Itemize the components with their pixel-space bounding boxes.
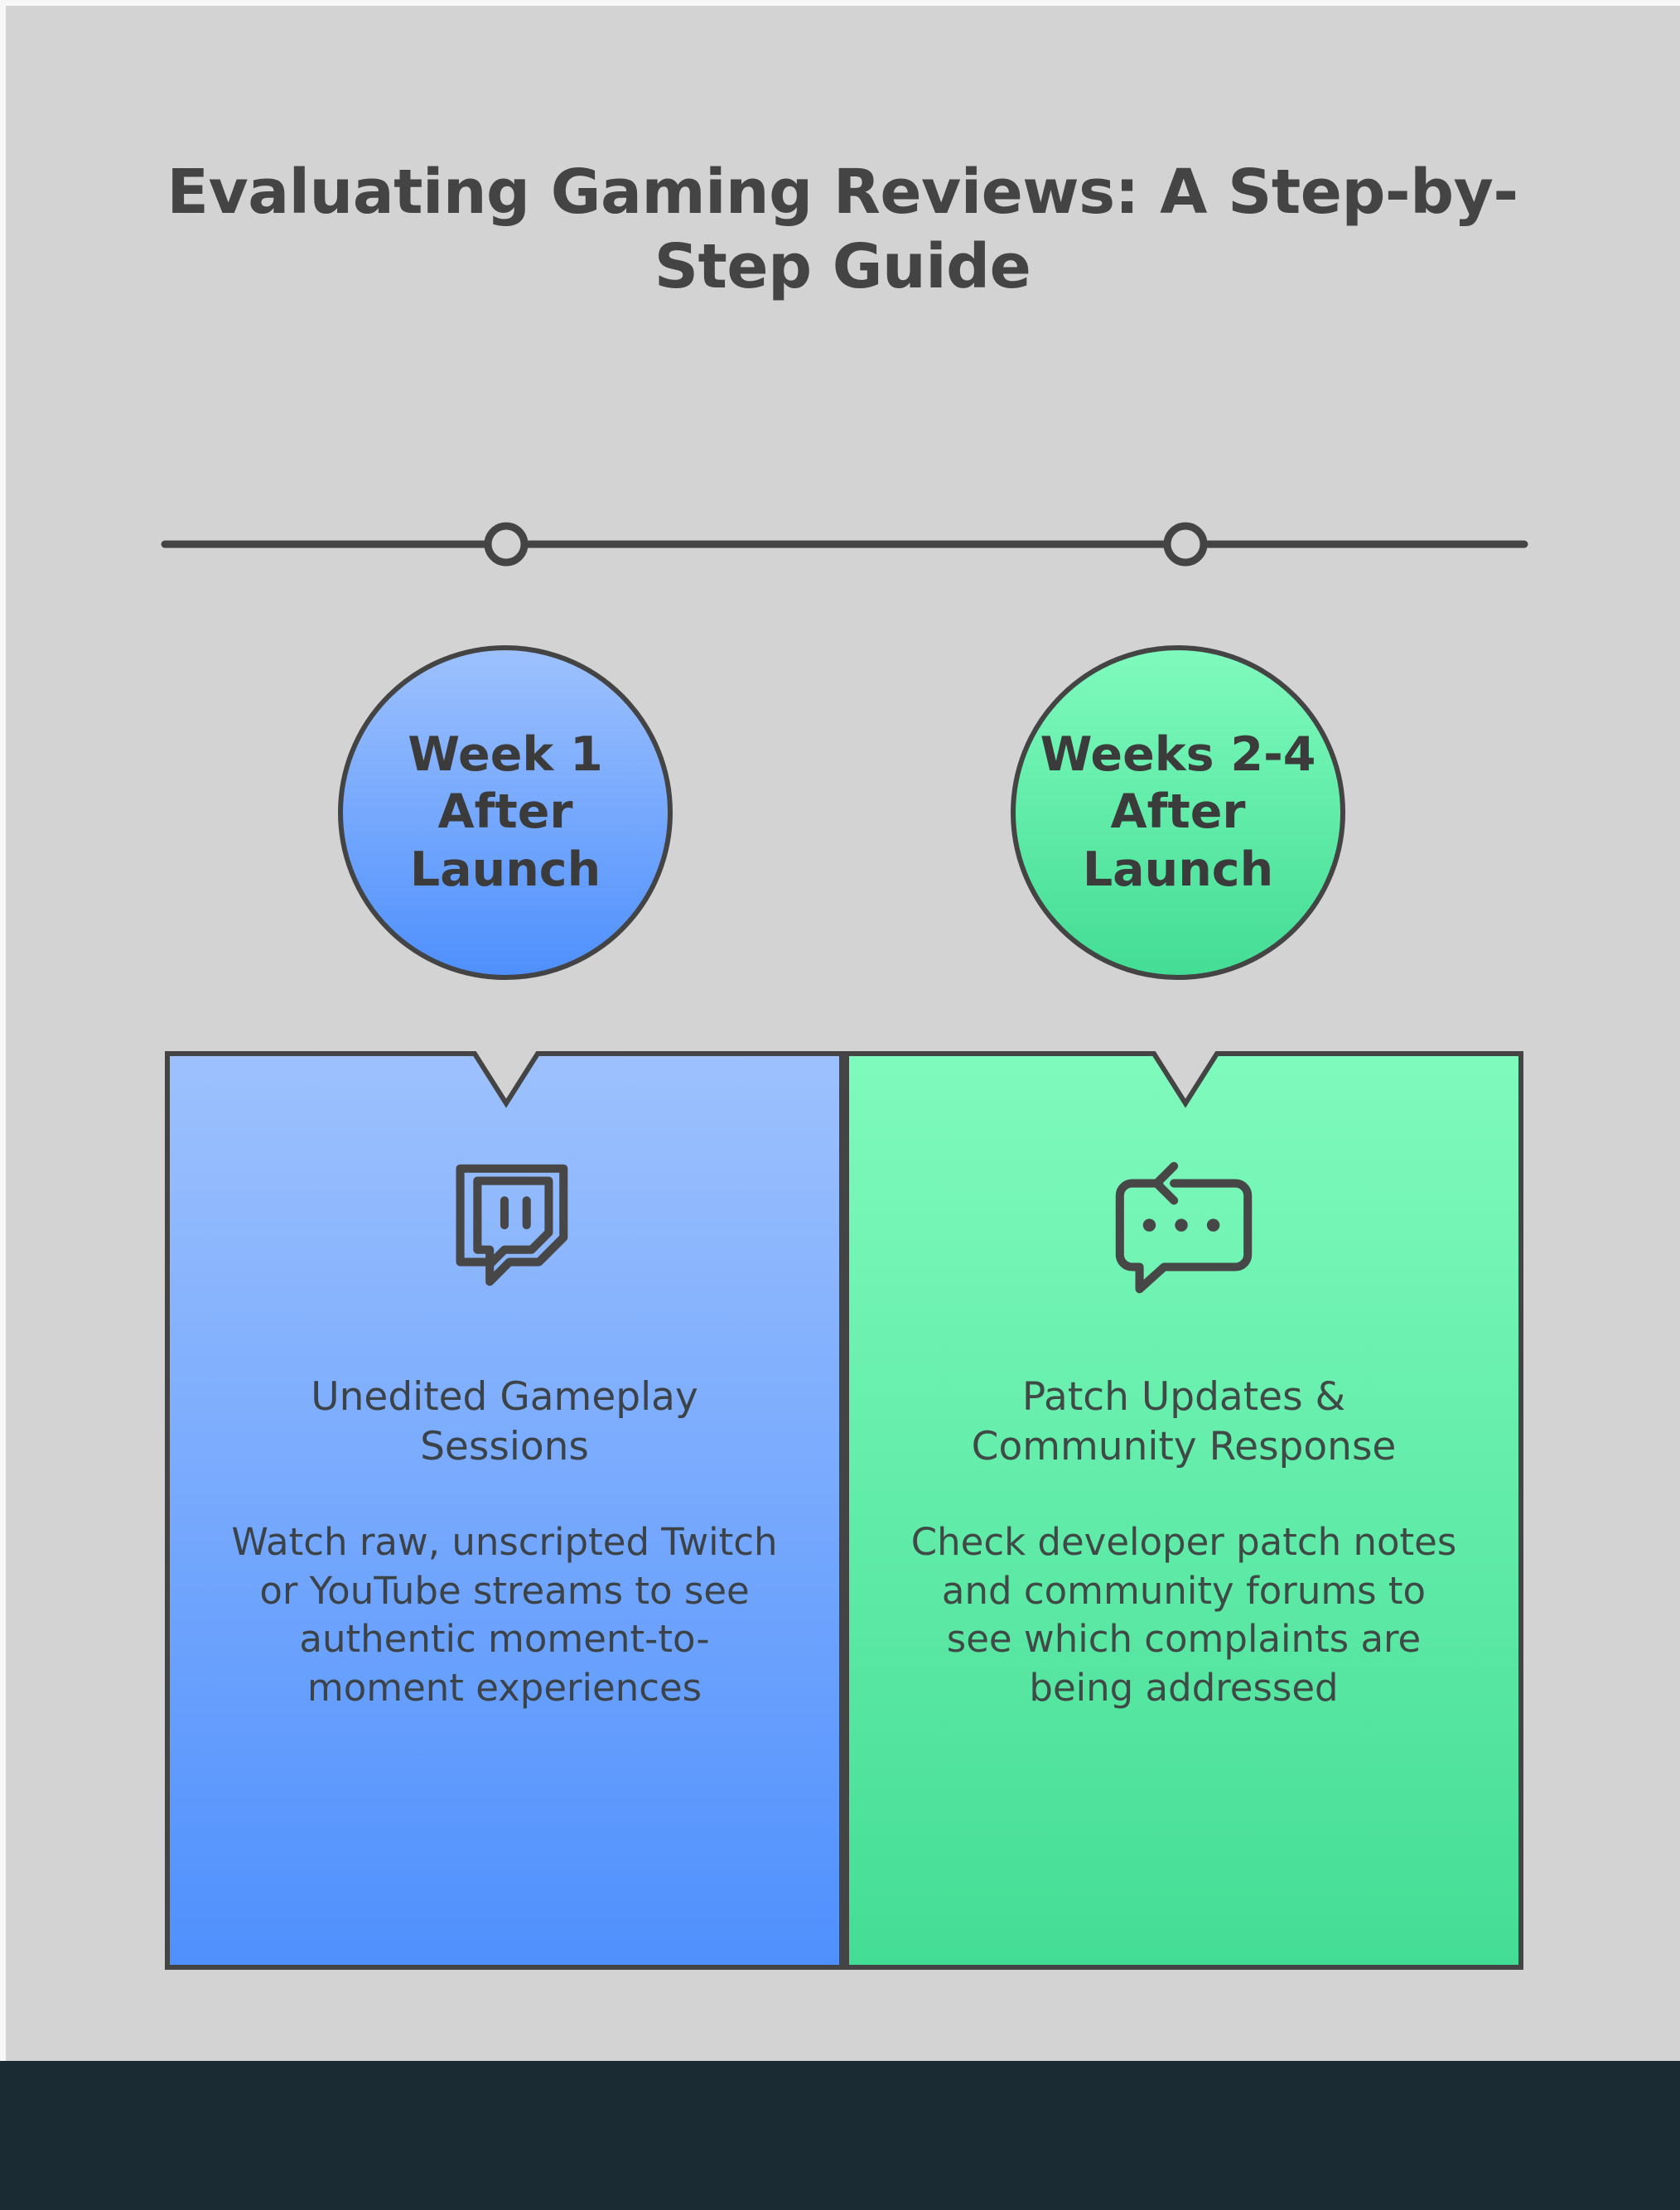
panel-heading: Patch Updates & Community Response xyxy=(971,1374,1397,1470)
panel-body: Check developer patch notes and communit… xyxy=(910,1520,1457,1710)
stage-panel-weeks-2-4[interactable]: Patch Updates & Community Response Check… xyxy=(844,1051,1523,1970)
twitch-icon xyxy=(456,1164,568,1286)
panel-heading: Unedited Gameplay Sessions xyxy=(311,1374,698,1470)
panel-shape-blue xyxy=(165,1051,844,1970)
page-title: Evaluating Gaming Reviews: A Step-by-Ste… xyxy=(167,157,1518,303)
stage-badge-label: Week 1 After Launch xyxy=(408,726,603,897)
stage-panels: Unedited Gameplay Sessions Watch raw, un… xyxy=(165,1051,1523,1970)
panel-body: Watch raw, unscripted Twitch or YouTube … xyxy=(231,1520,778,1710)
message-reply-icon xyxy=(1115,1161,1253,1294)
stage-badge-weeks-2-4[interactable]: Weeks 2-4 After Launch xyxy=(1011,645,1345,980)
stage-panel-week-1[interactable]: Unedited Gameplay Sessions Watch raw, un… xyxy=(165,1051,844,1970)
footer-bar xyxy=(0,2061,1680,2210)
panel-shape-green xyxy=(844,1051,1523,1970)
stage-badge-week-1[interactable]: Week 1 After Launch xyxy=(338,645,673,980)
stage-badge-label: Weeks 2-4 After Launch xyxy=(1040,726,1316,897)
timeline-node-circle-icon xyxy=(1163,522,1208,567)
timeline-node-circle-icon xyxy=(484,522,529,567)
artboard: Evaluating Gaming Reviews: A Step-by-Ste… xyxy=(6,6,1680,2061)
